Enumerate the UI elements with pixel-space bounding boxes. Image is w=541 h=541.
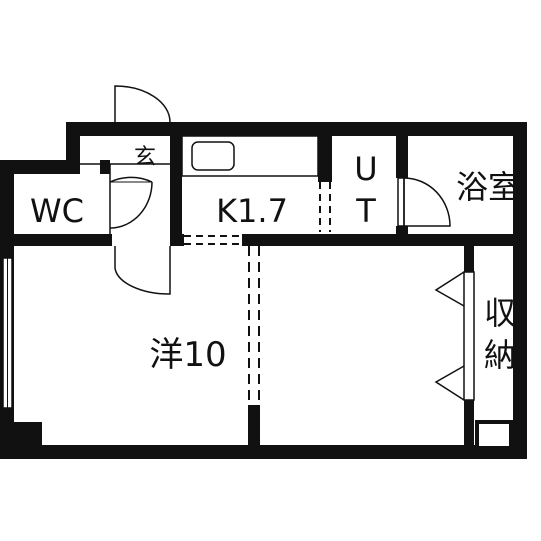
label-bath: 浴室: [456, 168, 520, 206]
label-ut-bottom: T: [355, 192, 376, 230]
bath-door[interactable]: [397, 177, 451, 227]
label-kitchen: K1.7: [216, 192, 288, 230]
label-ut-top: U: [354, 150, 377, 188]
western-door[interactable]: [114, 246, 171, 295]
wall-bottom: [0, 445, 527, 459]
wall-kitchen-bottom-right: [242, 234, 514, 246]
wall-ut-right-lower: [396, 226, 408, 240]
wall-top: [66, 122, 525, 136]
wall-storage-left-lower: [464, 400, 474, 450]
label-wc: WC: [30, 192, 84, 230]
kitchen-counter: [181, 135, 319, 177]
wall-ut-right: [396, 122, 408, 178]
window-left: [2, 257, 13, 409]
wall-ut-left: [318, 122, 332, 182]
label-storage-bottom: 納: [484, 336, 516, 374]
pillar-bottom-left: [14, 422, 42, 450]
wall-wc-right: [100, 160, 110, 174]
label-western: 洋10: [149, 335, 226, 375]
outer-walls: [0, 122, 527, 459]
label-genkan: 玄: [134, 145, 156, 170]
sink-icon: [191, 141, 235, 171]
pillar-bottom-right: [475, 420, 513, 450]
wall-genkan-right: [170, 122, 182, 238]
entrance-door[interactable]: [114, 85, 171, 136]
wall-partition-bottom: [248, 405, 260, 450]
wall-storage-left: [464, 240, 474, 272]
wall-wc-top: [0, 160, 80, 174]
genkan-step: [80, 163, 170, 234]
interior-walls: [0, 122, 514, 450]
dashed-openings: [184, 182, 331, 405]
wall-wc-bottom: [0, 234, 112, 246]
wall-kitchen-bottom-left: [170, 234, 184, 246]
wc-door[interactable]: [109, 176, 153, 232]
label-storage-top: 収: [484, 294, 516, 332]
storage-doors[interactable]: [434, 271, 475, 401]
wall-right: [513, 122, 527, 453]
wall-genkan-left: [66, 122, 80, 164]
